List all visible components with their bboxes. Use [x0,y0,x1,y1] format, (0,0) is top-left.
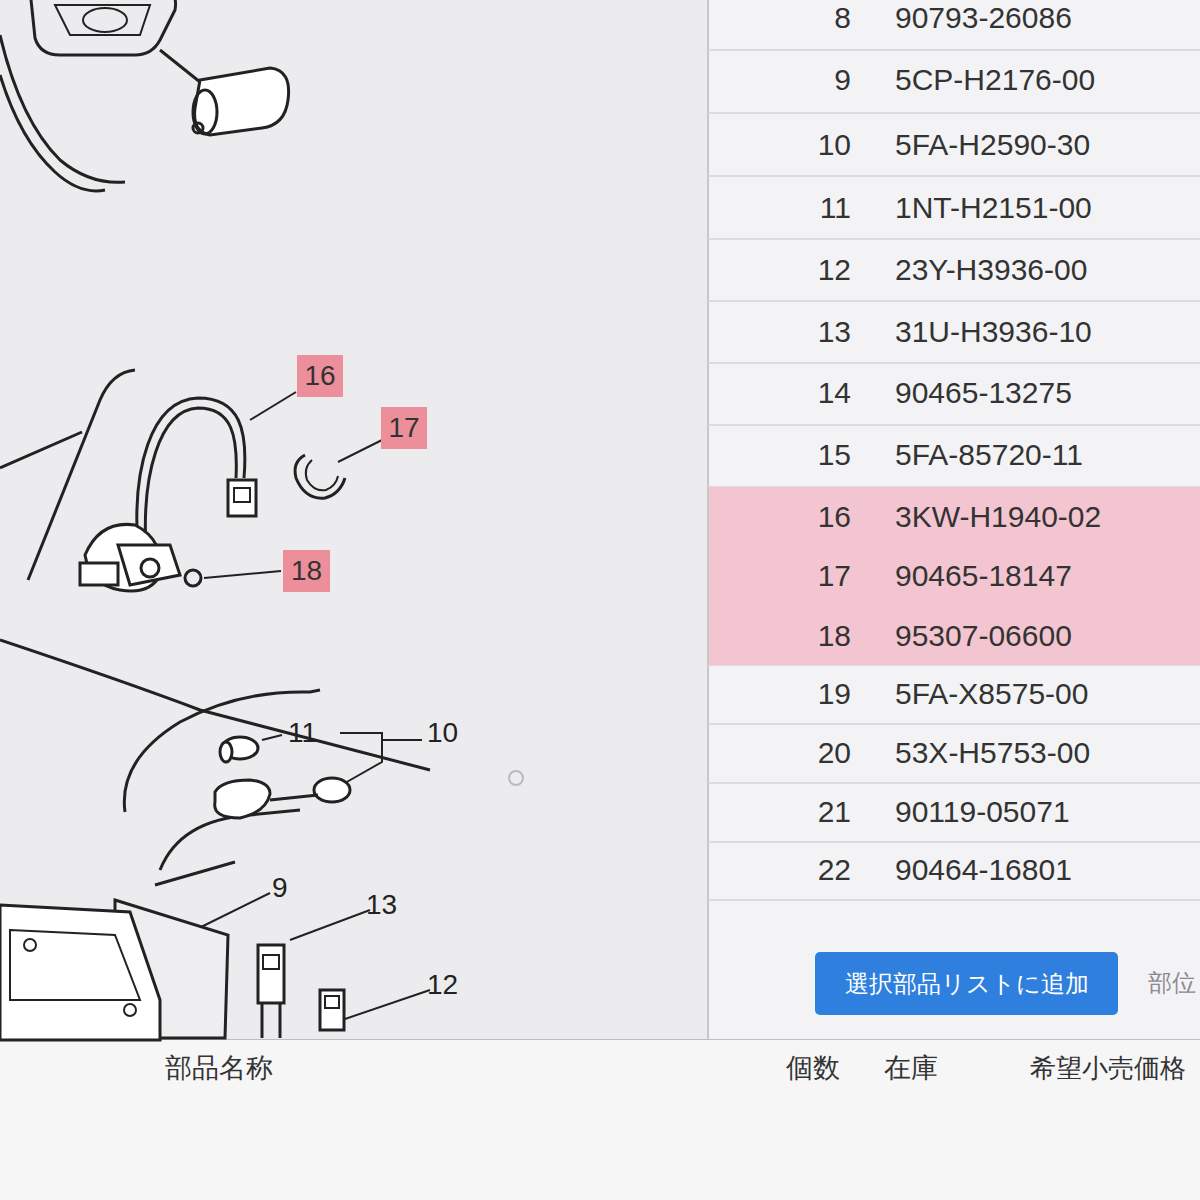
callout-box: 18 [283,550,330,592]
ref-number: 19 [818,679,851,709]
part-number: 90465-13275 [895,378,1072,408]
ref-number: 11 [820,193,851,223]
highlight-row: 16 3KW-H1940-02 [709,487,1200,546]
callout-number: 11 [288,719,317,747]
row-lines [708,50,1200,900]
ref-number: 9 [834,65,851,95]
ref-number: 20 [818,738,851,768]
part-number: 95307-06600 [895,621,1072,651]
part-number: 53X-H5753-00 [895,738,1090,768]
ref-number: 22 [818,855,851,885]
column-header: 個数 [786,1055,840,1082]
ref-number: 18 [818,621,851,651]
speck [509,771,523,785]
callout-number: 12 [427,971,458,999]
ref-number: 16 [818,502,851,532]
callout-number: 18 [291,557,322,585]
button-label: 選択部品リストに追加 [845,972,1089,996]
ref-number: 15 [818,440,851,470]
callout-number: 10 [427,719,458,747]
top-part [0,0,289,191]
callout-box: 16 [297,355,343,397]
nav-link: 部位 [1148,971,1196,995]
part-number: 1NT-H2151-00 [895,193,1092,223]
wire-part [0,370,345,591]
ref-number: 17 [818,561,851,591]
ref-number: 21 [818,797,851,827]
part-number: 5CP-H2176-00 [895,65,1095,95]
part-number: 90793-26086 [895,3,1072,33]
ref-number: 13 [818,317,851,347]
highlight-row: 17 90465-18147 [709,546,1200,606]
table-panel [708,0,1200,1040]
column-header: 部品名称 [165,1055,273,1082]
ref-number: 14 [818,378,851,408]
part-number: 90119-05071 [895,797,1070,827]
part-number: 3KW-H1940-02 [895,502,1101,532]
callout-number: 16 [304,362,335,390]
column-header: 希望小売価格 [1030,1055,1186,1081]
ref-number: 10 [818,130,851,160]
highlight-row: 18 95307-06600 [709,606,1200,665]
part-number: 31U-H3936-10 [895,317,1092,347]
leader-lines [195,392,430,1020]
callout-box: 17 [381,407,427,449]
ref-number: 12 [818,255,851,285]
callout-number: 9 [272,874,288,902]
part-number: 5FA-85720-11 [895,440,1083,470]
part-number: 23Y-H3936-00 [895,255,1087,285]
lower-part [0,640,430,1040]
add-button: 選択部品リストに追加 [815,952,1118,1015]
part-number: 90464-16801 [895,855,1072,885]
callout-number: 13 [366,891,397,919]
column-header: 在庫 [884,1055,938,1082]
header-band [0,1040,1200,1200]
part-number: 90465-18147 [895,561,1072,591]
ref-number: 8 [834,3,851,33]
part-number: 5FA-X8575-00 [895,679,1088,709]
callout-number: 17 [388,414,419,442]
part-number: 5FA-H2590-30 [895,130,1090,160]
